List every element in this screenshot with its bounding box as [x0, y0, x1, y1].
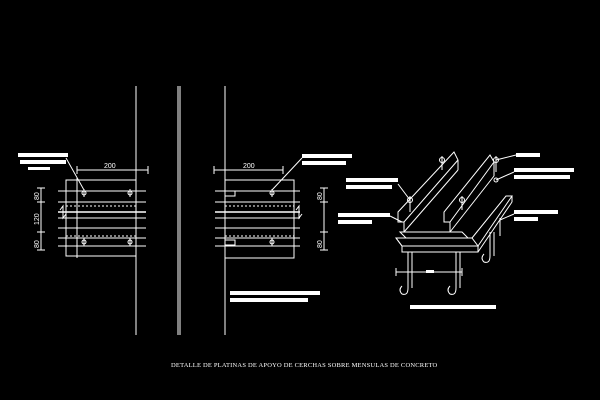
- right-dim-top: 80: [317, 192, 324, 200]
- right-bolts: [224, 189, 275, 246]
- iso-label-block-3: [338, 213, 390, 217]
- right-plate-outline: [225, 179, 295, 259]
- right-plan-detail: 200 80 80: [213, 86, 352, 335]
- iso-label-block-1: [346, 178, 398, 182]
- left-plate-outline: [65, 170, 137, 257]
- corbel-front-face: [401, 246, 479, 253]
- left-plan-detail: 200 80 120 80: [18, 86, 181, 335]
- left-dim-top: 80: [34, 192, 41, 200]
- anchor-hooks: [399, 218, 501, 295]
- right-note-block-1: [230, 291, 320, 295]
- left-dim-bottom: 80: [34, 240, 41, 248]
- drawing-caption: DETALLE DE PLATINAS DE APOYO DE CERCHAS …: [171, 362, 438, 369]
- right-dim-bottom: 80: [317, 240, 324, 248]
- left-label-block-1: [18, 153, 68, 157]
- iso-label-block-7: [514, 175, 570, 179]
- right-dim-width: 200: [243, 163, 255, 170]
- right-label-block-2: [302, 161, 346, 165]
- iso-label-block-5: [516, 153, 540, 157]
- left-bolts: [81, 189, 133, 246]
- iso-label-block-8: [514, 210, 558, 214]
- right-break-mark: [295, 204, 303, 220]
- right-note-block-2: [230, 298, 308, 302]
- isometric-detail: [338, 151, 574, 309]
- left-dim-width: 200: [104, 163, 116, 170]
- left-label-block-3: [28, 167, 50, 170]
- left-break-mark: [59, 204, 67, 220]
- iso-bolts: [407, 156, 499, 212]
- iso-label-block-9: [514, 217, 538, 221]
- left-dim-mid: 120: [34, 213, 41, 225]
- base-plate: [398, 231, 470, 239]
- iso-note-block: [410, 305, 496, 309]
- right-leader: [271, 157, 303, 191]
- corbel-top-face: [395, 237, 479, 247]
- iso-label-block-2: [346, 185, 392, 189]
- iso-label-block-6: [514, 168, 574, 172]
- truss-plate-left: [397, 151, 459, 223]
- iso-label-block-4: [338, 220, 372, 224]
- left-leader: [65, 157, 85, 191]
- iso-dim-block: [426, 270, 434, 273]
- left-label-block-2: [20, 160, 66, 164]
- corbel-side-top: [471, 195, 513, 247]
- right-label-block-1: [302, 154, 352, 158]
- truss-plate-right: [443, 154, 495, 223]
